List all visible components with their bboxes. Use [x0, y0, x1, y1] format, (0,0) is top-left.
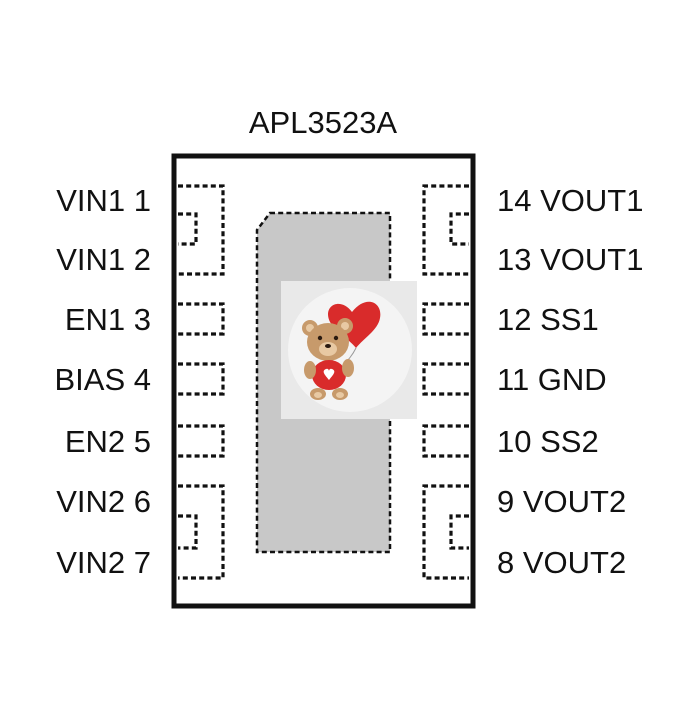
- pad-ss1: [422, 302, 469, 336]
- pad-bias: [178, 362, 225, 396]
- left-pads: [178, 184, 225, 580]
- pin-label-12: 12 SS1: [497, 302, 599, 337]
- bear-right-eye: [333, 335, 339, 341]
- pin-label-10: 10 SS2: [497, 424, 599, 459]
- pad-vin1: [178, 184, 225, 276]
- pad-vin2: [178, 484, 225, 580]
- pad-vout1: [422, 184, 469, 276]
- shirt-heart: [323, 368, 335, 380]
- pin-label-3: EN1 3: [65, 302, 151, 337]
- pin-label-11: 11 GND: [497, 362, 607, 397]
- pin-label-9: 9 VOUT2: [497, 484, 626, 519]
- bear-nose: [325, 344, 331, 348]
- pin-label-5: EN2 5: [65, 424, 151, 459]
- pin-label-2: VIN1 2: [56, 242, 151, 277]
- heart-balloon-shape: [328, 301, 381, 348]
- pad-en2: [178, 424, 225, 458]
- pin-label-13: 13 VOUT1: [497, 242, 643, 277]
- pin-label-6: VIN2 6: [56, 484, 151, 519]
- pin-label-1: VIN1 1: [56, 183, 151, 218]
- sticker-glow: [288, 288, 412, 412]
- bear-muzzle: [319, 342, 337, 356]
- pad-en1: [178, 302, 225, 336]
- pin-label-7: VIN2 7: [56, 545, 151, 580]
- left-pin-labels: VIN1 1 VIN1 2 EN1 3 BIAS 4 EN2 5 VIN2 6 …: [55, 183, 152, 580]
- pad-vout2: [422, 484, 469, 580]
- right-pin-labels: 14 VOUT1 13 VOUT1 12 SS1 11 GND 10 SS2 9…: [497, 183, 643, 580]
- pin-label-14: 14 VOUT1: [497, 183, 643, 218]
- right-pads: [422, 184, 469, 580]
- pin-label-4: BIAS 4: [55, 362, 152, 397]
- pin-label-8: 8 VOUT2: [497, 545, 626, 580]
- chip-name: APL3523A: [249, 105, 398, 140]
- teddy-bear-with-heart-balloon-icon: [281, 281, 417, 419]
- bear-right-inner-ear: [341, 322, 349, 330]
- bear-right-arm: [342, 359, 354, 377]
- pad-ss2: [422, 424, 469, 458]
- bear-left-eye: [317, 335, 323, 341]
- pad-gnd: [422, 362, 469, 396]
- bear-right-paw-pad: [336, 392, 344, 398]
- bear-left-paw-pad: [314, 392, 322, 398]
- bear-left-arm: [304, 361, 316, 379]
